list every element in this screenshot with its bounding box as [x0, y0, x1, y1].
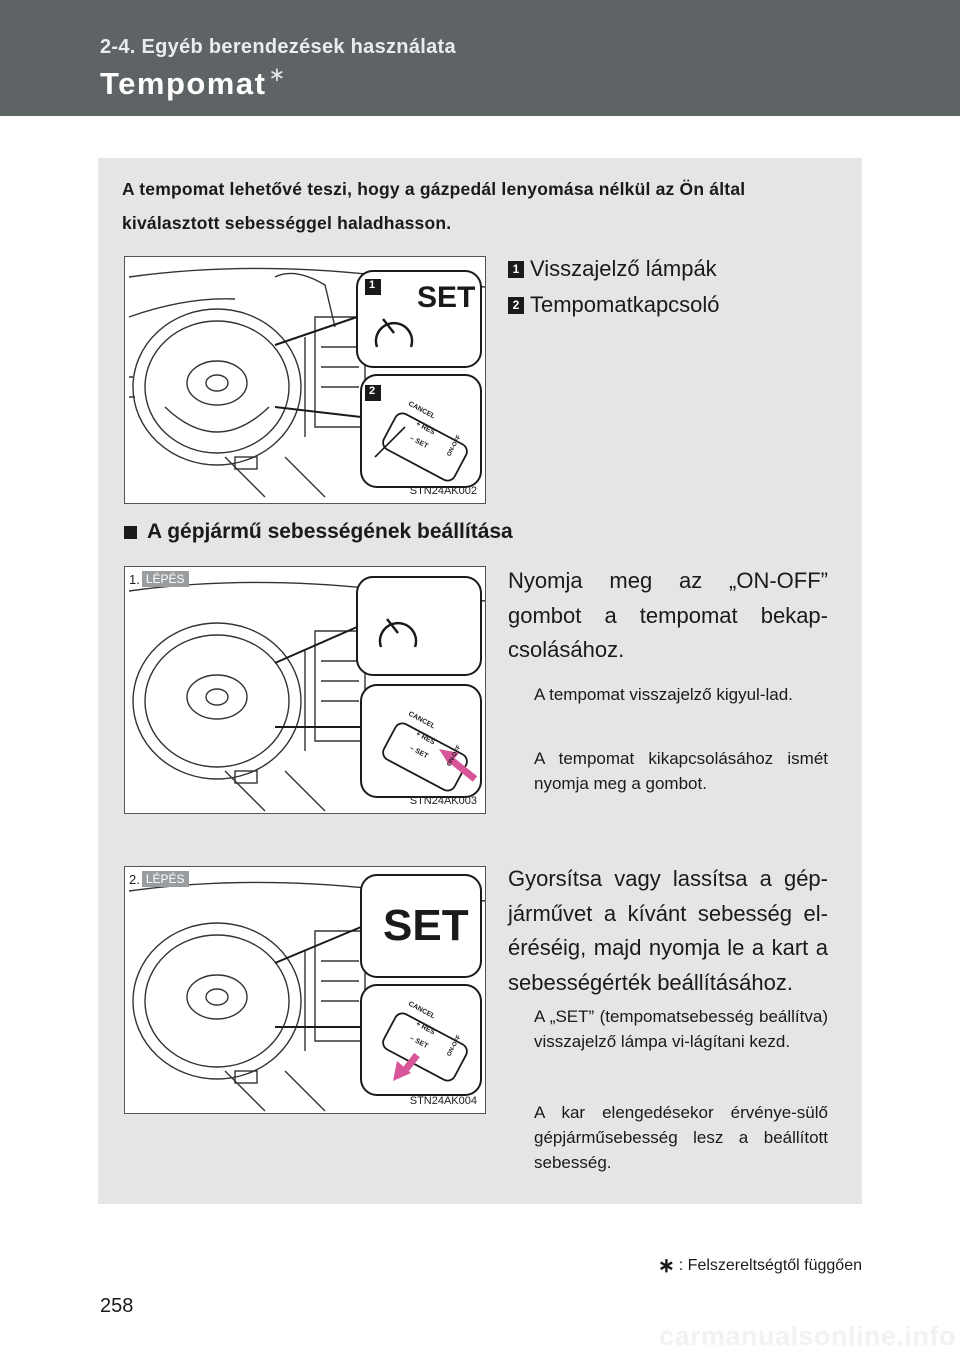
footnote-text: : Felszereltségtől függően: [678, 1256, 862, 1274]
page-header: 2-4. Egyéb berendezések használata Tempo…: [0, 0, 960, 116]
figure-code: STN24AK004: [409, 1095, 477, 1107]
dashboard-illustration: [128, 576, 485, 812]
footnote: ∗ : Felszereltségtől függően: [658, 1253, 862, 1278]
figure-badge-2: 2: [369, 385, 376, 397]
square-bullet-icon: [124, 525, 137, 539]
figure-step-1: 1. LÉPÉS CANCEL + RES: [124, 566, 486, 814]
page-title-text: Tempomat: [100, 66, 267, 101]
watermark: carmanualsonline.info: [658, 1321, 956, 1351]
intro-text: A tempomat lehetővé teszi, hogy a gázped…: [122, 179, 746, 233]
figure-badge-1: 1: [369, 279, 376, 291]
subheading-text: A gépjármű sebességének beállítása: [147, 520, 513, 543]
availability-mark: ∗: [268, 64, 287, 86]
figure-step-2: 2. LÉPÉS SET CANCEL + RES – SET ON-OFF: [124, 866, 486, 1114]
section-title: 2-4. Egyéb berendezések használata: [100, 36, 456, 58]
step-number: 1.: [127, 571, 142, 587]
legend-item-cruise-switch: 2 Tempomatkapcsoló: [508, 292, 720, 318]
step-1-instruction: Nyomja meg az „ON-OFF” gombot a tempomat…: [508, 568, 828, 662]
page-title: Tempomat∗: [100, 64, 287, 102]
page-number: 258: [100, 1295, 134, 1317]
legend-label: Tempomatkapcsoló: [530, 292, 720, 317]
figure-code: STN24AK002: [409, 485, 477, 497]
figure-dashboard-overview: 1 2 SET CANCEL + RES – SET ON-OFF STN24A…: [124, 256, 486, 504]
dashboard-illustration: [128, 267, 485, 498]
step-1-note: A tempomat visszajelző kigyul-lad.: [534, 685, 793, 704]
step-1-label: 1. LÉPÉS: [127, 569, 189, 589]
set-indicator-text: SET: [417, 281, 476, 314]
asterisk-icon: ∗: [658, 1255, 675, 1277]
legend-number-badge: 2: [508, 296, 524, 314]
step-1-note: A tempomat kikapcsolásához ismét nyomja …: [534, 749, 828, 793]
set-indicator-text: SET: [383, 901, 469, 950]
step-number: 2.: [127, 871, 142, 887]
legend-number-badge: 1: [508, 260, 524, 278]
step-2-note: A kar elengedésekor érvénye-sülő gépjárm…: [534, 1103, 828, 1172]
step-word: LÉPÉS: [141, 571, 189, 587]
step-2-instruction: Gyorsítsa vagy lassítsa a gép-járművet a…: [508, 866, 828, 995]
dashboard-illustration: [128, 874, 485, 1112]
legend-item-indicator-lamps: 1 Visszajelző lámpák: [508, 256, 717, 282]
legend-label: Visszajelző lámpák: [530, 256, 717, 281]
step-2-label: 2. LÉPÉS: [127, 869, 189, 889]
figure-code: STN24AK003: [409, 795, 477, 807]
step-2-note: A „SET” (tempomatsebesség beállítva) vis…: [534, 1007, 828, 1051]
step-word: LÉPÉS: [141, 871, 189, 887]
subheading: A gépjármű sebességének beállítása: [124, 520, 513, 544]
